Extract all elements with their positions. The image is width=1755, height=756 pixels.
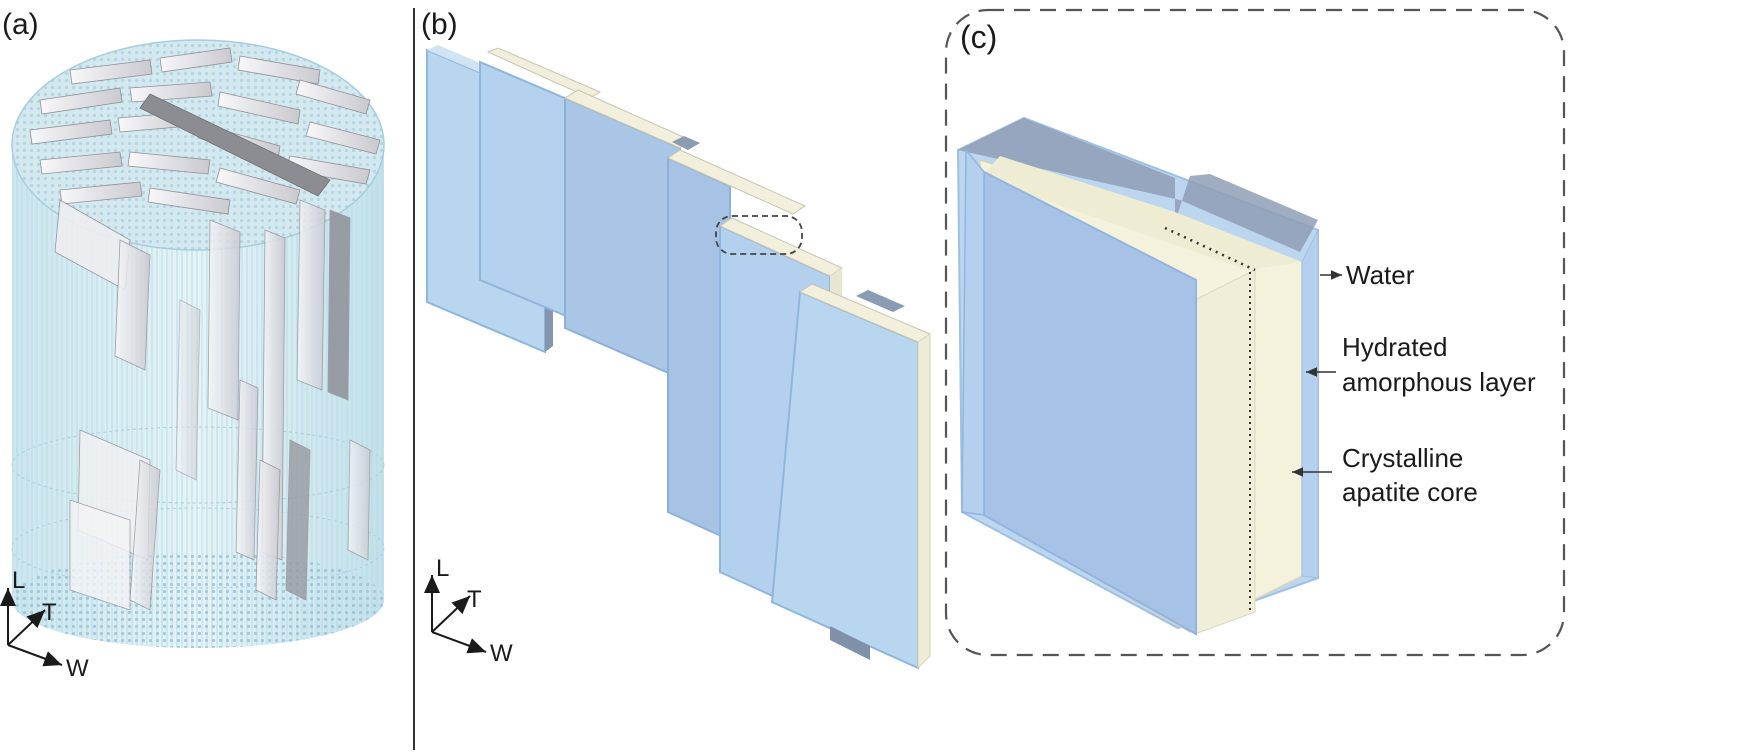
panel-a-label: (a) — [2, 8, 39, 41]
hydrated-label-line2: amorphous layer — [1342, 367, 1536, 397]
crystallite-4 — [666, 136, 807, 542]
crystallite-6 — [770, 283, 932, 670]
panel-a: (a) — [0, 8, 385, 682]
w-axis-label-b: W — [490, 640, 513, 667]
axes-triad-a — [0, 588, 63, 667]
core-label-line2: apatite core — [1342, 477, 1478, 507]
apatite-core-side — [1194, 269, 1256, 635]
annotation-arrows — [1292, 270, 1342, 477]
axes-triad-b — [424, 575, 487, 654]
t-axis-label-a: T — [42, 599, 57, 626]
w-axis-label-a: W — [66, 655, 89, 682]
crystallite-plates-top — [29, 47, 381, 215]
t-axis-label-b: T — [467, 586, 482, 613]
l-axis-label-a: L — [12, 567, 25, 594]
panel-c-frame — [944, 8, 1566, 657]
l-axis-label-b: L — [436, 555, 449, 582]
panel-c: (c) Water — [944, 8, 1566, 657]
w-axis-arrow-b — [431, 631, 487, 654]
core-label-line1: Crystalline — [1342, 443, 1463, 473]
panel-c-label: (c) — [960, 19, 997, 55]
crystallite-plates-body — [54, 199, 371, 611]
w-axis-arrow-a — [7, 644, 63, 667]
hydrated-label-line1: Hydrated — [1342, 332, 1448, 362]
crystallite-detail — [956, 116, 1319, 636]
t-axis-arrow-b — [431, 595, 471, 633]
water-label: Water — [1346, 260, 1415, 290]
panel-b: (b) — [421, 8, 932, 670]
zoom-region-marker — [715, 215, 803, 255]
t-axis-arrow-a — [7, 609, 46, 646]
panel-b-label: (b) — [421, 8, 458, 41]
